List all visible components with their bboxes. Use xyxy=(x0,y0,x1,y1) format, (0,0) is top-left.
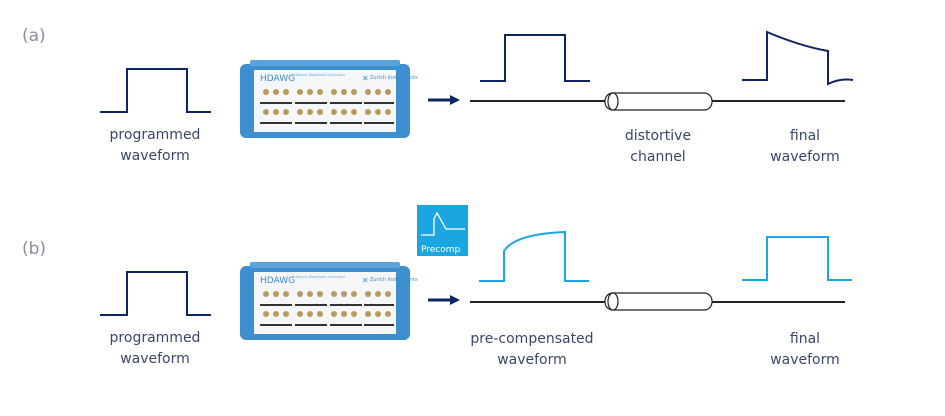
caption: waveform xyxy=(120,148,190,164)
caption: waveform xyxy=(770,352,840,368)
caption: distortive xyxy=(625,128,691,144)
precomp-badge-label: Precomp xyxy=(421,245,461,255)
programmed-waveform-b xyxy=(100,271,211,316)
device-maker-label: Zurich Instruments xyxy=(370,75,418,81)
caption: final xyxy=(790,331,820,347)
corrected-final-waveform xyxy=(742,236,852,281)
caption: pre-compensated xyxy=(470,331,593,347)
caption: waveform xyxy=(120,351,190,367)
precomp-badge: Precomp xyxy=(417,205,468,256)
input-pulse-a xyxy=(480,34,590,82)
precompensated-pulse xyxy=(479,230,589,282)
precomp-icon xyxy=(421,211,465,236)
distortive-channel-cable-a xyxy=(604,92,713,111)
device-subtitle-label: Arbitrary Waveform Generator xyxy=(292,73,346,77)
caption: waveform xyxy=(770,149,840,165)
panel-b-label: (b) xyxy=(22,239,46,259)
arrow-icon xyxy=(450,95,460,105)
caption: channel xyxy=(630,149,685,165)
caption: programmed xyxy=(110,330,201,346)
programmed-waveform-a xyxy=(100,68,211,113)
distorted-final-waveform xyxy=(742,30,854,86)
arrow-icon xyxy=(450,295,460,305)
caption: waveform xyxy=(497,352,567,368)
hdawg-device-a xyxy=(240,60,410,138)
caption: programmed xyxy=(110,127,201,143)
panel-a-label: (a) xyxy=(22,26,46,46)
device-subtitle-label: Arbitrary Waveform Generator xyxy=(292,275,346,279)
device-brand-label: HDAWG xyxy=(260,74,295,84)
hdawg-device-b xyxy=(240,262,410,340)
device-maker-label: Zurich Instruments xyxy=(370,277,418,283)
caption: final xyxy=(790,128,820,144)
distortive-channel-cable-b xyxy=(604,292,713,311)
device-brand-label: HDAWG xyxy=(260,276,295,286)
